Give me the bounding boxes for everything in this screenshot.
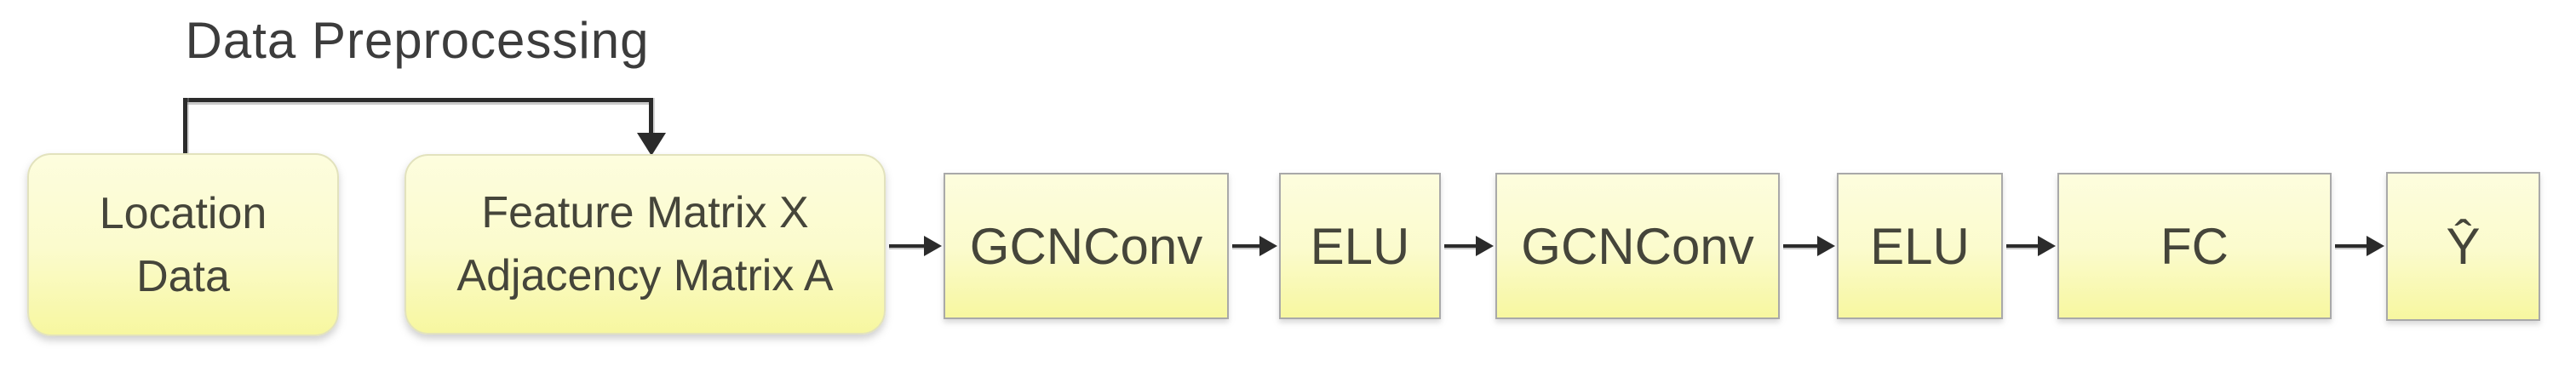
node-label: GCNConv [1521,217,1754,275]
node-label-line: Adjacency Matrix A [456,251,834,300]
arrow-shaft [1783,244,1819,248]
node-label-line: Feature Matrix X [481,188,809,237]
node-label: GCNConv [969,217,1203,275]
bracket-horizontal-line [183,98,653,102]
arrow-shaft [2335,244,2368,248]
node-label: Ŷ [2446,218,2481,275]
node-feature-adjacency-matrix: Feature Matrix X Adjacency Matrix A [404,154,886,335]
connector-arrow [889,236,942,256]
node-label-line: Location [99,188,267,238]
bracket-left-vertical-line [183,98,187,155]
arrow-right-icon [2038,236,2056,256]
node-label-line: Data [136,251,230,301]
node-elu-1: ELU [1279,173,1441,319]
arrow-shaft [2006,244,2040,248]
node-gcnconv-1: GCNConv [944,173,1229,319]
connector-arrow [2335,236,2384,256]
node-label: ELU [1870,217,1970,275]
node-location-data: Location Data [27,153,339,336]
arrow-right-icon [1259,236,1277,256]
connector-arrow [1444,236,1494,256]
arrow-shaft [889,244,926,248]
node-gcnconv-2: GCNConv [1495,173,1780,319]
arrow-right-icon [1476,236,1494,256]
arrow-right-icon [924,236,942,256]
arrow-right-icon [2367,236,2384,256]
bracket-right-vertical-line [649,98,653,135]
node-label: FC [2160,217,2229,275]
arrow-down-icon [637,133,666,156]
node-label: ELU [1310,217,1410,275]
connector-arrow [1232,236,1277,256]
connector-arrow [1783,236,1835,256]
arrow-shaft [1232,244,1261,248]
node-y-hat-output: Ŷ [2386,172,2540,321]
arrow-right-icon [1817,236,1835,256]
connector-arrow [2006,236,2056,256]
arrow-shaft [1444,244,1477,248]
node-elu-2: ELU [1837,173,2003,319]
node-fc: FC [2057,173,2332,319]
data-preprocessing-label: Data Preprocessing [185,12,650,69]
